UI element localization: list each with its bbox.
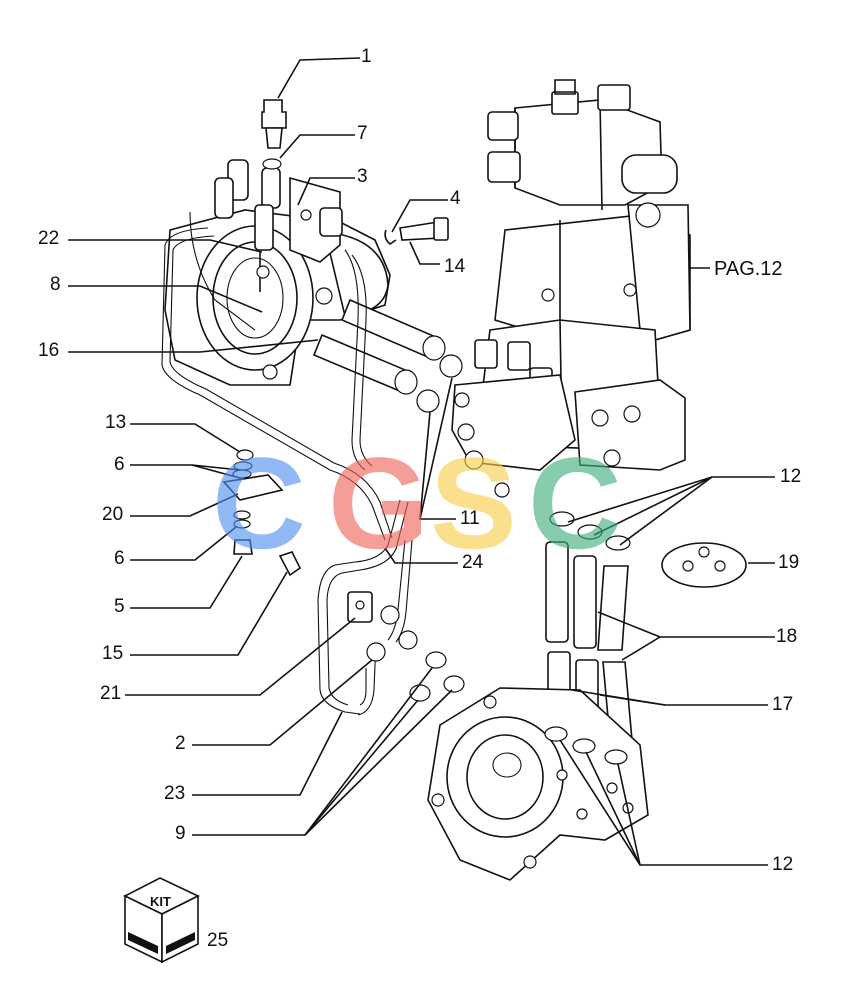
leader-lines bbox=[68, 57, 775, 866]
callout-14: 14 bbox=[444, 256, 466, 277]
cover-plate bbox=[661, 542, 747, 588]
callout-17: 17 bbox=[772, 694, 793, 715]
o-rings bbox=[409, 511, 631, 702]
watermark-letter-2: G bbox=[328, 430, 429, 576]
callout-5: 5 bbox=[114, 596, 125, 617]
callout-13: 13 bbox=[105, 412, 126, 433]
callout-18: 18 bbox=[776, 626, 797, 647]
callout-19: 19 bbox=[778, 552, 799, 573]
callout-8: 8 bbox=[50, 274, 61, 295]
kit-box-icon: KIT bbox=[123, 877, 200, 964]
fuel-pipes bbox=[161, 211, 418, 716]
page-reference: PAG.12 bbox=[714, 258, 783, 280]
lower-flange bbox=[427, 687, 649, 881]
flange-housing bbox=[164, 159, 391, 386]
watermark-letter-4: C bbox=[528, 430, 622, 576]
watermark: C G S C bbox=[212, 430, 622, 576]
callout-labels: 1 7 3 4 14 22 8 16 13 6 20 6 5 15 21 2 2… bbox=[38, 46, 801, 951]
callout-2: 2 bbox=[175, 733, 186, 754]
callout-9: 9 bbox=[175, 823, 186, 844]
callout-21: 21 bbox=[100, 683, 121, 704]
watermark-letter-1: C bbox=[212, 430, 306, 576]
callout-7: 7 bbox=[357, 123, 368, 144]
callout-24: 24 bbox=[462, 552, 484, 573]
callout-4: 4 bbox=[450, 188, 461, 209]
callout-22: 22 bbox=[38, 228, 59, 249]
watermark-letter-3: S bbox=[430, 430, 517, 576]
callout-6-lower: 6 bbox=[114, 548, 125, 569]
callout-15: 15 bbox=[102, 643, 123, 664]
callout-25: 25 bbox=[207, 930, 228, 951]
callout-3: 3 bbox=[357, 166, 368, 187]
callout-20: 20 bbox=[102, 504, 123, 525]
small-hardware bbox=[222, 99, 449, 577]
callout-11: 11 bbox=[460, 508, 480, 529]
callout-6-upper: 6 bbox=[114, 454, 125, 475]
callout-12-lower: 12 bbox=[772, 854, 793, 875]
callout-16: 16 bbox=[38, 340, 59, 361]
callout-23: 23 bbox=[164, 783, 185, 804]
kit-label: KIT bbox=[150, 894, 171, 909]
injection-pump bbox=[451, 79, 691, 498]
callout-12-upper: 12 bbox=[780, 466, 801, 487]
callout-1: 1 bbox=[361, 46, 372, 67]
